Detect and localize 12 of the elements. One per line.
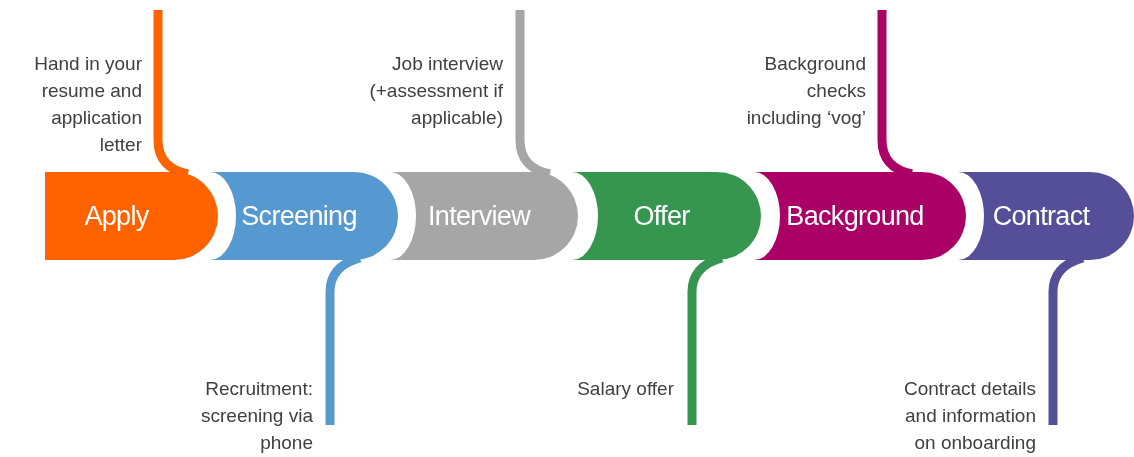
step-description: Job interview (+assessment if applicable) [368,52,503,130]
stage-label: Contract [992,199,1090,233]
stage-label: Background [786,199,924,233]
stage-label: Apply [84,199,149,233]
stage-label: Interview [428,199,530,233]
step-description: Background checks including ‘vog’ [745,52,866,130]
step-description: Contract details and information on onboarding [903,377,1036,455]
stage-label: Offer [633,199,690,233]
step-description: Salary offer [576,377,674,401]
step-description: Recruitment: screening via phone [200,377,313,455]
step-description: Hand in your resume and application letter [33,52,142,157]
stage-label: Screening [241,199,357,233]
